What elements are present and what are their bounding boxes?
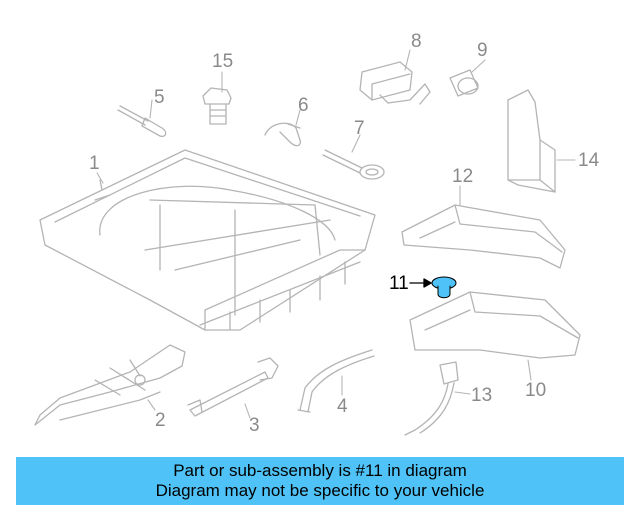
- parts-diagram: 1 2 3 4 5 6 7 8 9 10 11 12 13 14 15: [34, 31, 600, 436]
- callout-15[interactable]: 15: [212, 51, 234, 72]
- callout-12[interactable]: 12: [452, 166, 474, 187]
- callout-1[interactable]: 1: [89, 153, 100, 174]
- callout-2[interactable]: 2: [155, 410, 166, 431]
- callout-10[interactable]: 10: [525, 380, 547, 401]
- callout-5[interactable]: 5: [154, 87, 165, 108]
- callout-14[interactable]: 14: [578, 150, 600, 171]
- part-5-screwdriver: [117, 105, 167, 138]
- part-11-grommet[interactable]: [431, 276, 457, 299]
- callout-6[interactable]: 6: [298, 95, 309, 116]
- callout-8[interactable]: 8: [411, 31, 422, 52]
- callout-13[interactable]: 13: [471, 385, 493, 406]
- callout-4[interactable]: 4: [337, 396, 348, 417]
- callout-9[interactable]: 9: [477, 40, 488, 61]
- part-9-cap: [449, 69, 479, 97]
- callout-3[interactable]: 3: [249, 415, 260, 436]
- part-12-foam-insert: [401, 204, 566, 269]
- part-7-tow-eye: [322, 149, 385, 180]
- callout-7[interactable]: 7: [354, 118, 365, 139]
- part-1-trunk-tray: [39, 149, 376, 331]
- part-13-cable: [404, 361, 459, 436]
- part-14-side-panel: [507, 89, 556, 193]
- part-8-bracket: [359, 61, 431, 105]
- callout-11[interactable]: 11: [389, 273, 409, 294]
- part-3-wrench: [187, 357, 279, 417]
- banner-line-2: Diagram may not be specific to your vehi…: [155, 481, 485, 500]
- part-2-jack: [34, 344, 186, 426]
- banner-line-1: Part or sub-assembly is #11 in diagram: [173, 461, 467, 480]
- part-15-bolt: [202, 87, 232, 125]
- diagram-drawing: [34, 49, 581, 436]
- part-6-clip: [264, 122, 302, 147]
- info-banner: Part or sub-assembly is #11 in diagram D…: [16, 457, 624, 505]
- part-10-foam-insert: [409, 291, 581, 359]
- part-11-arrow: [409, 278, 432, 288]
- leader-lines: [96, 49, 576, 419]
- part-4-rod: [297, 349, 375, 413]
